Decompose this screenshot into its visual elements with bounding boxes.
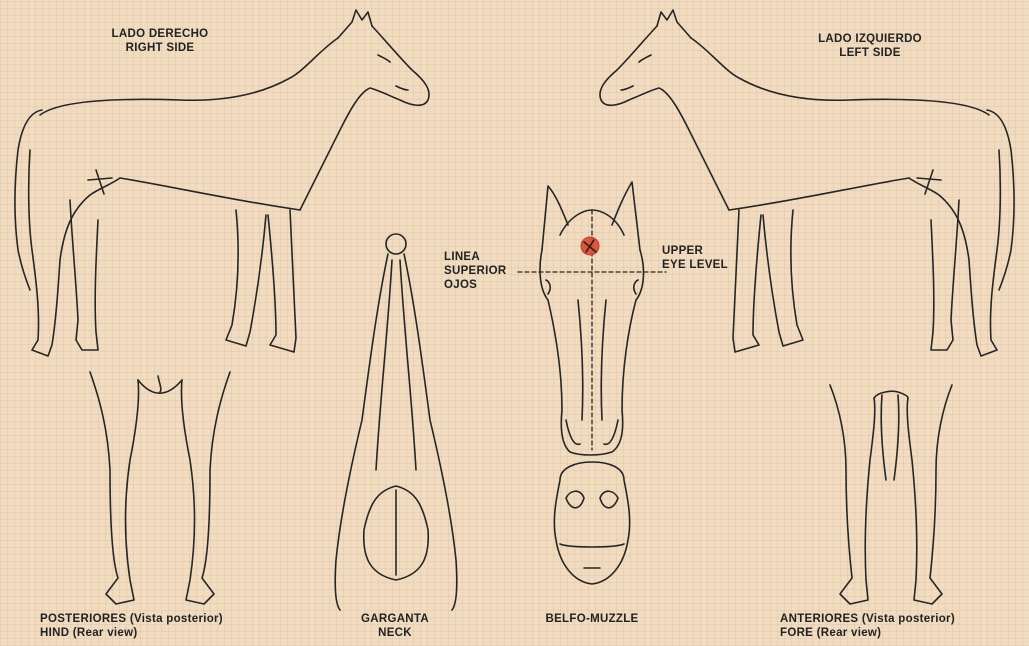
left-side-horse (600, 10, 1014, 356)
eye-line-3: OJOS (444, 278, 506, 292)
head-front-view (518, 182, 666, 455)
right-side-label-es: LADO DERECHO (90, 27, 230, 41)
neck-label-en: NECK (340, 626, 450, 640)
neck-label: GARGANTA NECK (340, 612, 450, 640)
fore-legs-rear-view (830, 385, 952, 604)
left-side-label: LADO IZQUIERDO LEFT SIDE (800, 32, 940, 60)
fore-label: ANTERIORES (Vista posterior) FORE (Rear … (780, 612, 955, 640)
muzzle-view (554, 462, 629, 584)
eye-line-2: SUPERIOR (444, 264, 506, 278)
right-side-horse (15, 10, 429, 356)
upper-2: EYE LEVEL (662, 258, 728, 272)
left-side-label-en: LEFT SIDE (800, 46, 940, 60)
muzzle-label: BELFO-MUZZLE (532, 612, 652, 626)
right-side-label-en: RIGHT SIDE (90, 41, 230, 55)
hind-label-es: POSTERIORES (Vista posterior) (40, 612, 223, 626)
eye-line-1: LINEA (444, 250, 506, 264)
hind-label: POSTERIORES (Vista posterior) HIND (Rear… (40, 612, 223, 640)
neck-front-view (335, 234, 457, 610)
right-side-label: LADO DERECHO RIGHT SIDE (90, 27, 230, 55)
upper-1: UPPER (662, 244, 728, 258)
fore-label-es: ANTERIORES (Vista posterior) (780, 612, 955, 626)
hind-label-en: HIND (Rear view) (40, 626, 223, 640)
hind-legs-rear-view (90, 372, 230, 604)
upper-eye-line-label-es: LINEA SUPERIOR OJOS (444, 250, 506, 292)
neck-label-es: GARGANTA (340, 612, 450, 626)
upper-eye-level-label-en: UPPER EYE LEVEL (662, 244, 728, 272)
fore-label-en: FORE (Rear view) (780, 626, 955, 640)
left-side-label-es: LADO IZQUIERDO (800, 32, 940, 46)
